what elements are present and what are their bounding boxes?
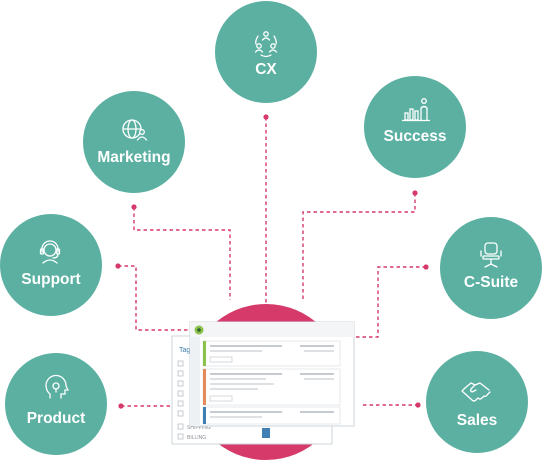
connector-c-suite <box>340 266 426 338</box>
node-label-success: Success <box>384 128 447 145</box>
tags-header: Tag <box>179 347 190 354</box>
node-label-product: Product <box>27 410 86 427</box>
tag-billing: BILLING <box>187 435 206 441</box>
node-c-suite: C-Suite <box>440 217 542 319</box>
bar-chart-person-icon <box>402 98 430 122</box>
tag-checkboxes <box>177 360 184 440</box>
node-label-sales: Sales <box>457 412 498 429</box>
panel-titlebar <box>190 322 354 337</box>
people-cycle-icon <box>254 31 278 58</box>
connector-support <box>118 265 196 331</box>
head-lightbulb-icon <box>45 374 70 399</box>
node-product: Product <box>5 353 107 455</box>
app-mockup: Tag SHIPPING BILLING <box>171 321 355 445</box>
endpoint-c-suite <box>423 264 429 270</box>
tag-bar <box>262 428 270 438</box>
connector-marketing <box>133 207 231 300</box>
node-label-c-suite: C-Suite <box>464 274 519 291</box>
endpoint-product <box>118 403 124 409</box>
node-label-support: Support <box>21 271 80 288</box>
conversation-card <box>202 368 341 406</box>
node-success: Success <box>364 76 466 178</box>
node-sales: Sales <box>426 351 528 453</box>
connector-success <box>302 193 416 300</box>
handshake-icon <box>461 382 491 402</box>
node-label-cx: CX <box>255 61 277 78</box>
sidebar-strip <box>190 337 200 426</box>
conversation-card <box>202 340 341 367</box>
connector-endpoints <box>115 114 429 409</box>
node-label-marketing: Marketing <box>97 149 170 166</box>
endpoint-sales <box>415 402 421 408</box>
node-cx: CX <box>215 1 317 103</box>
office-chair-icon <box>480 242 502 268</box>
node-marketing: Marketing <box>83 91 185 193</box>
globe-user-icon <box>122 119 148 141</box>
endpoint-support <box>115 263 121 269</box>
connectors <box>118 117 426 407</box>
endpoint-marketing <box>131 204 137 210</box>
endpoint-cx <box>263 114 269 120</box>
tag-shipping: SHIPPING <box>187 425 211 431</box>
node-support: Support <box>0 214 102 316</box>
conversation-card <box>202 406 341 425</box>
headset-icon <box>39 240 61 264</box>
endpoint-success <box>412 190 418 196</box>
